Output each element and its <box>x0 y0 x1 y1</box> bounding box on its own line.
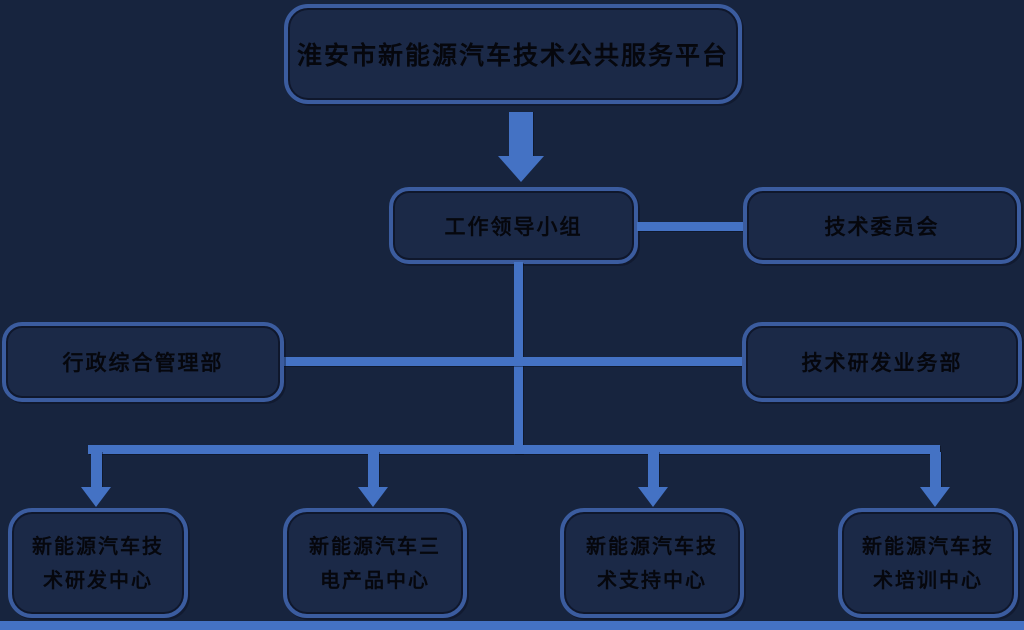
node-platform-root-label: 淮安市新能源汽车技术公共服务平台 <box>296 41 729 70</box>
node-tech-committee-label: 技术委员会 <box>824 214 940 239</box>
node-label-line: 电产品中心 <box>320 568 430 592</box>
node-admin-dept-label: 行政综合管理部 <box>62 351 224 375</box>
node-center-training: 新能源汽车技 术培训中心 <box>838 508 1018 618</box>
down-arrow-head <box>498 156 544 182</box>
bottom-divider <box>0 621 1024 630</box>
down-arrow-head <box>920 487 950 507</box>
node-center-rd: 新能源汽车技 术研发中心 <box>8 508 188 618</box>
node-leading-group: 工作领导小组 <box>389 187 638 264</box>
node-center-three-electric-label: 新能源汽车三 电产品中心 <box>309 529 441 597</box>
down-arrow-shaft <box>648 452 659 488</box>
connector-leading-to-committee <box>637 222 744 231</box>
node-label-line: 新能源汽车技 <box>586 534 718 558</box>
connector-depts-horizontal <box>283 357 742 366</box>
node-center-training-label: 新能源汽车技 术培训中心 <box>862 529 994 597</box>
node-label-line: 新能源汽车技 <box>862 534 994 558</box>
node-rd-dept-label: 技术研发业务部 <box>801 351 963 375</box>
node-center-three-electric: 新能源汽车三 电产品中心 <box>283 508 467 618</box>
node-admin-dept: 行政综合管理部 <box>2 322 284 402</box>
node-label-line: 术培训中心 <box>873 568 983 592</box>
down-arrow-head <box>358 487 388 507</box>
node-rd-dept: 技术研发业务部 <box>742 322 1022 402</box>
connector-centers-horizontal <box>88 445 940 454</box>
node-center-support-label: 新能源汽车技 术支持中心 <box>586 529 718 597</box>
node-label-line: 术研发中心 <box>43 568 153 592</box>
node-label-line: 新能源汽车技 <box>32 534 164 558</box>
down-arrow-shaft <box>368 452 379 488</box>
node-tech-committee: 技术委员会 <box>743 187 1021 264</box>
node-leading-group-label: 工作领导小组 <box>444 214 583 239</box>
down-arrow-shaft <box>930 452 941 488</box>
down-arrow-head <box>638 487 668 507</box>
node-label-line: 新能源汽车三 <box>309 534 441 558</box>
down-arrow-shaft <box>91 452 102 488</box>
node-center-rd-label: 新能源汽车技 术研发中心 <box>32 529 164 597</box>
node-label-line: 术支持中心 <box>597 568 707 592</box>
down-arrow-head <box>81 487 111 507</box>
node-center-support: 新能源汽车技 术支持中心 <box>560 508 744 618</box>
node-platform-root: 淮安市新能源汽车技术公共服务平台 <box>284 4 742 104</box>
down-arrow-shaft <box>509 112 533 158</box>
